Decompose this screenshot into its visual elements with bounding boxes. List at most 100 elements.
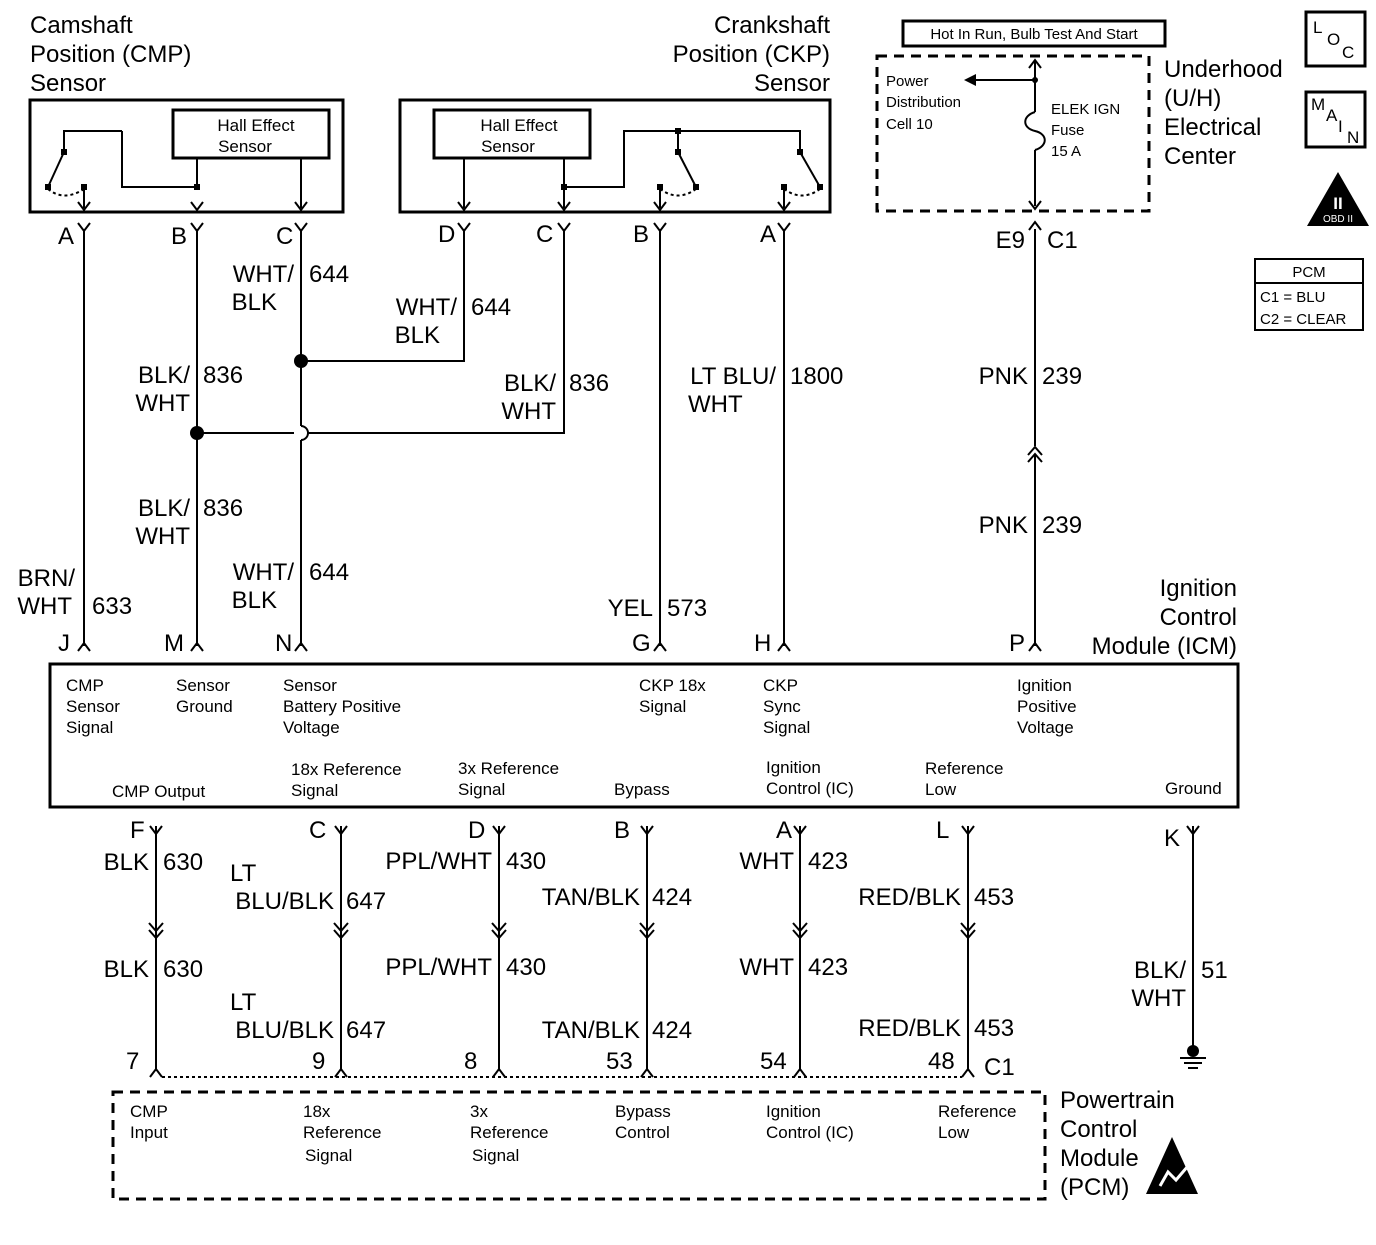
- icm-label-sensor-ground-1: Sensor: [176, 676, 230, 695]
- icm-label-ref18x-1: 18x Reference: [291, 760, 402, 779]
- underhood-title-line3: Electrical: [1164, 114, 1261, 141]
- cmp-pin-c: C: [276, 223, 293, 250]
- cmp-hall-effect-box: [171, 108, 331, 160]
- icm-pin-d: D: [468, 817, 485, 844]
- wire-424-color-2: TAN/BLK: [542, 1017, 640, 1044]
- icm-label-sensor-bpv-1: Sensor: [283, 676, 337, 695]
- wire-836-color-1b: WHT: [135, 390, 190, 417]
- ignition-control-module: Ignition Control Module (ICM) J M N G H …: [48, 575, 1240, 852]
- underhood-title-line1: Underhood: [1164, 56, 1283, 83]
- icm-pin-p: P: [1009, 630, 1025, 657]
- icm-label-ckp-sync-2: Sync: [763, 697, 801, 716]
- icm-pin-c: C: [309, 817, 326, 844]
- ckp-title-line1: Crankshaft: [714, 12, 830, 39]
- upper-wire-labels: WHT/ BLK 644 WHT/ BLK 644 BLK/ WHT 836 B…: [17, 261, 1082, 622]
- icm-label-ref-low-1: Reference: [925, 759, 1003, 778]
- icm-title-line2: Control: [1160, 604, 1237, 631]
- main-letter-n: N: [1347, 128, 1359, 147]
- ckp-hall-line1: Hall Effect: [480, 116, 557, 135]
- cmp-pin-b: B: [171, 223, 187, 250]
- wire-424-number-2: 424: [652, 1017, 692, 1044]
- wire-647-color-2b: BLU/BLK: [235, 1017, 334, 1044]
- wire-239-color-1: PNK: [979, 363, 1028, 390]
- wire-424-number-1: 424: [652, 884, 692, 911]
- pcm-label-ref3x-3: Signal: [472, 1146, 519, 1165]
- wire-423-number-2: 423: [808, 954, 848, 981]
- icm-title-line3: Module (ICM): [1092, 633, 1237, 660]
- pdc-line2: Distribution: [886, 94, 961, 111]
- ckp-hall-line2: Sensor: [481, 137, 535, 156]
- icm-label-cmp-sensor-2: Sensor: [66, 697, 120, 716]
- pcm-label-cmp-input-2: Input: [130, 1123, 168, 1142]
- cmp-title-line2: Position (CMP): [30, 41, 191, 68]
- cmp-hall-line1: Hall Effect: [217, 116, 294, 135]
- fuse-line2: Fuse: [1051, 122, 1084, 139]
- pcm-pin-8: 8: [464, 1048, 477, 1075]
- wire-430-color-2: PPL/WHT: [385, 954, 492, 981]
- wire-453-color-1: RED/BLK: [858, 884, 961, 911]
- cmp-sensor-box: [28, 98, 345, 214]
- pcm-table-c1: C1 = BLU: [1260, 289, 1325, 306]
- icm-label-ckp-sync-3: Signal: [763, 718, 810, 737]
- wire-644-color-3b: BLK: [232, 587, 277, 614]
- pcm-pin-7: 7: [126, 1048, 139, 1075]
- wire-51-color-b: WHT: [1131, 985, 1186, 1012]
- splice-644: [294, 354, 308, 368]
- wire-644-color-1b: BLK: [232, 289, 277, 316]
- wire-51-number: 51: [1201, 957, 1228, 984]
- pcm-pin-53: 53: [606, 1048, 633, 1075]
- wire-1800-color-a: LT BLU/: [690, 363, 776, 390]
- pcm-pin-54: 54: [760, 1048, 787, 1075]
- pcm-label-ref-low-1: Reference: [938, 1102, 1016, 1121]
- icm-label-sensor-ground-2: Ground: [176, 697, 233, 716]
- underhood-dashed-box: [875, 54, 1151, 213]
- icm-label-ref3x-2: Signal: [458, 780, 505, 799]
- icm-label-sensor-bpv-2: Battery Positive: [283, 697, 401, 716]
- wire-836-color-3a: BLK/: [138, 495, 190, 522]
- cmp-hall-line2: Sensor: [218, 137, 272, 156]
- powertrain-control-module: 7 9 8 53 54 48 C1 Powertrain Control Mod…: [111, 1048, 1198, 1201]
- wire-424-color-1: TAN/BLK: [542, 884, 640, 911]
- fuse-symbol: [1024, 111, 1046, 151]
- pcm-title-line2: Control: [1060, 1116, 1137, 1143]
- icm-label-sensor-bpv-3: Voltage: [283, 718, 340, 737]
- wire-644-color-2b: BLK: [395, 322, 440, 349]
- wire-423-number-1: 423: [808, 848, 848, 875]
- pcm-title-line3: Module: [1060, 1145, 1139, 1172]
- upper-wires: [83, 229, 1043, 646]
- icm-pin-k: K: [1164, 825, 1180, 852]
- pcm-title-line1: Powertrain: [1060, 1087, 1175, 1114]
- wire-836-number-1: 836: [203, 362, 243, 389]
- wire-630-color-2: BLK: [104, 956, 149, 983]
- wire-644-color-3a: WHT/: [233, 559, 295, 586]
- wire-239-number-2: 239: [1042, 512, 1082, 539]
- wire-633-number: 633: [92, 593, 132, 620]
- wire-647-number-2: 647: [346, 1017, 386, 1044]
- wire-1800-color-b: WHT: [688, 391, 743, 418]
- wire-430-color-1: PPL/WHT: [385, 848, 492, 875]
- wire-239-color-2: PNK: [979, 512, 1028, 539]
- icm-pin-f: F: [130, 817, 145, 844]
- underhood-title-line4: Center: [1164, 143, 1236, 170]
- pcm-label-ref3x-1: 3x: [470, 1102, 488, 1121]
- wire-644-number-2: 644: [471, 294, 511, 321]
- pcm-label-ref18x-3: Signal: [305, 1146, 352, 1165]
- pcm-connector-c1: C1: [984, 1054, 1015, 1081]
- loc-letter-c: C: [1342, 43, 1354, 62]
- wire-836-color-1a: BLK/: [138, 362, 190, 389]
- cmp-sensor: Camshaft Position (CMP) Sensor Hall Effe…: [28, 12, 345, 214]
- hot-in-run-label: Hot In Run, Bulb Test And Start: [930, 26, 1138, 43]
- pcm-connector-table: PCM C1 = BLU C2 = CLEAR: [1254, 258, 1364, 331]
- icm-label-ic-1: Ignition: [766, 758, 821, 777]
- icm-box: [48, 662, 1240, 809]
- wire-647-color-2a: LT: [230, 989, 257, 1016]
- lower-wire-labels: BLK 630 BLK 630 LT BLU/BLK 647 LT BLU/BL…: [104, 848, 1228, 1044]
- main-letter-m: M: [1311, 95, 1325, 114]
- icm-title-line1: Ignition: [1160, 575, 1237, 602]
- underhood-title-line2: (U/H): [1164, 85, 1221, 112]
- ckp-title-line3: Sensor: [754, 70, 830, 97]
- icm-label-ign-pos-2: Positive: [1017, 697, 1077, 716]
- icm-label-ign-pos-3: Voltage: [1017, 718, 1074, 737]
- loc-letter-l: L: [1313, 18, 1322, 37]
